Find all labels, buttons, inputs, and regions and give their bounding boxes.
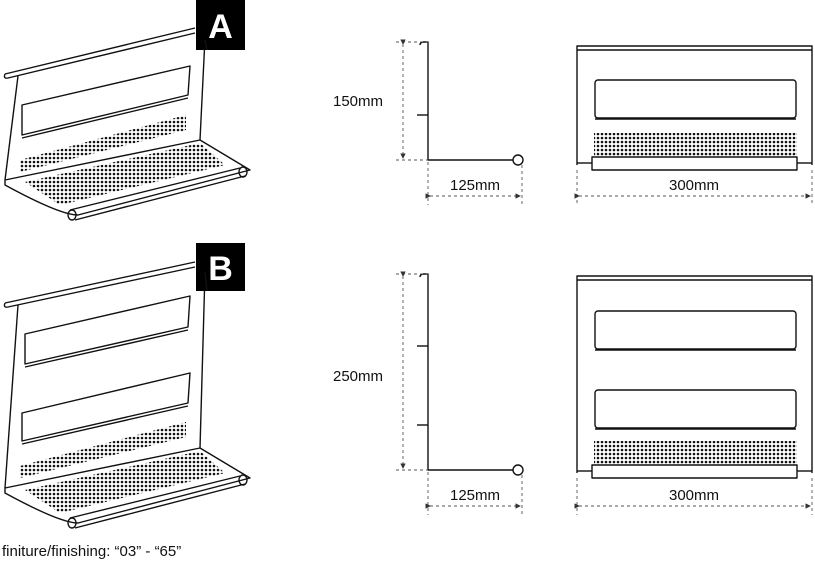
depth-label-b: 125mm xyxy=(450,487,500,504)
badge-a-label: A xyxy=(208,8,233,46)
depth-label-a: 125mm xyxy=(450,177,500,194)
shelf-b-front-view: 300mm xyxy=(574,275,813,515)
height-label-a: 150mm xyxy=(333,93,383,110)
width-label-a: 300mm xyxy=(669,177,719,194)
finishing-caption: finiture/finishing: “03” - “65” xyxy=(2,543,182,560)
shelf-b-isometric xyxy=(3,261,251,529)
width-label-b: 300mm xyxy=(669,487,719,504)
badge-a: A xyxy=(196,0,245,50)
shelf-a-isometric xyxy=(3,27,251,221)
shelf-b-side-profile: 250mm 125mm xyxy=(333,271,524,515)
shelf-a-front-view: 300mm xyxy=(574,45,813,205)
badge-b: B xyxy=(196,243,245,291)
shelf-a-side-profile: 150mm 125mm xyxy=(333,39,524,205)
badge-b-label: B xyxy=(208,250,233,288)
height-label-b: 250mm xyxy=(333,368,383,385)
